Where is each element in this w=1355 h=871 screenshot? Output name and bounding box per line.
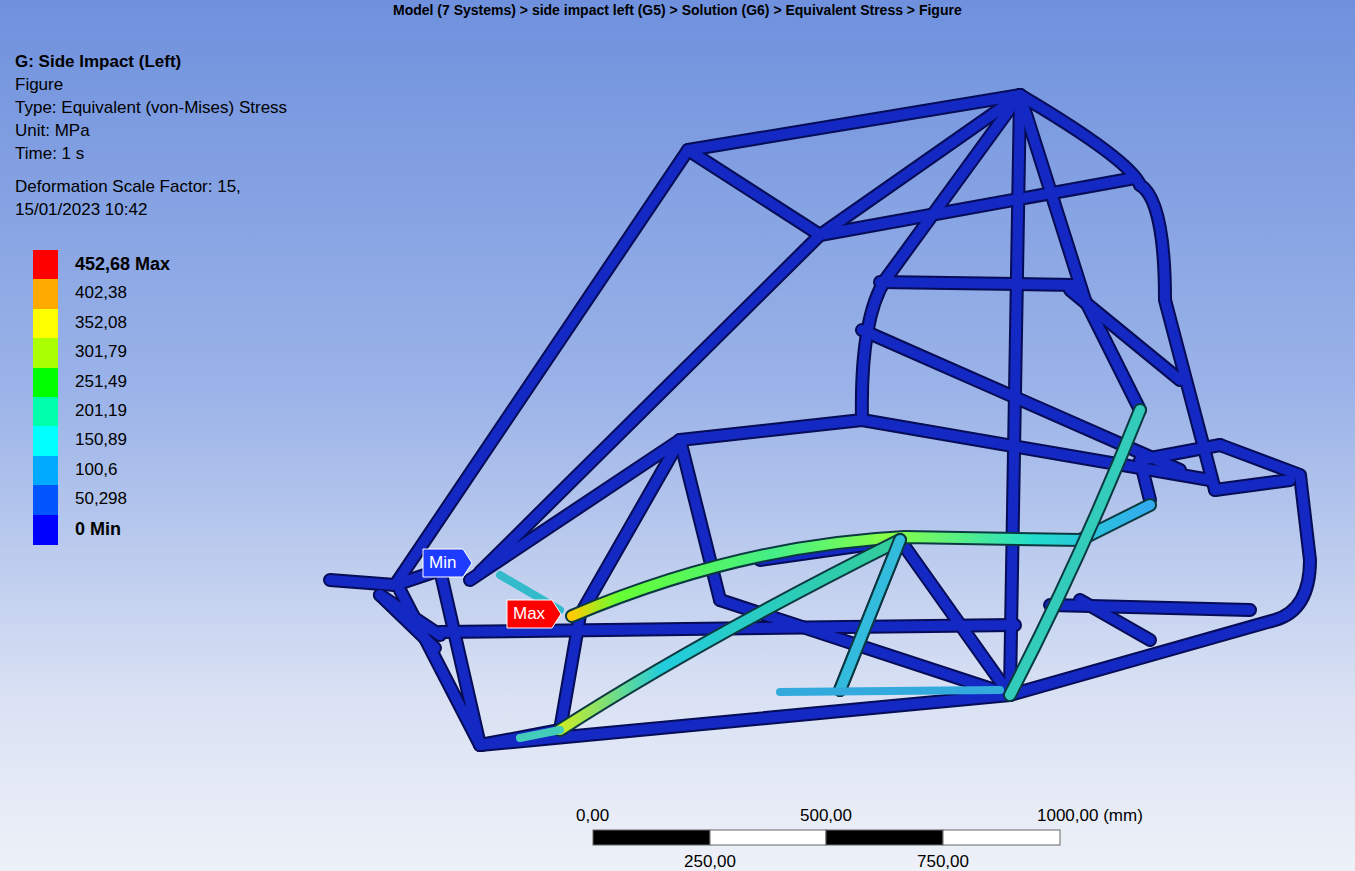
legend-value: 100,6 — [75, 460, 118, 480]
marker-label: Max — [513, 604, 562, 624]
legend-value: 452,68 Max — [75, 254, 170, 274]
breadcrumb: Model (7 Systems) > side impact left (G5… — [393, 2, 962, 18]
marker-label: Min — [429, 553, 473, 573]
info-line: Type: Equivalent (von-Mises) Stress — [15, 98, 287, 118]
legend-value: 251,49 — [75, 372, 127, 392]
legend-swatch — [33, 426, 58, 456]
legend-swatch — [33, 515, 58, 545]
legend-swatch — [33, 338, 58, 368]
scale-label: 0,00 — [576, 806, 609, 826]
legend-value: 0 Min — [75, 519, 121, 539]
legend-swatch — [33, 368, 58, 398]
legend-value: 150,89 — [75, 430, 127, 450]
scale-label: 1000,00 (mm) — [1037, 806, 1143, 826]
result-title: G: Side Impact (Left) — [15, 52, 181, 72]
info-line: Time: 1 s — [15, 144, 84, 164]
legend-value: 201,19 — [75, 401, 127, 421]
max-marker: Max — [506, 599, 562, 629]
legend-swatch — [33, 309, 58, 339]
scale-label: 750,00 — [917, 852, 969, 871]
info-line: Figure — [15, 75, 63, 95]
legend-swatch — [33, 456, 58, 486]
min-marker: Min — [422, 548, 473, 578]
legend-swatch — [33, 250, 58, 280]
legend-swatch — [33, 279, 58, 309]
legend-value: 402,38 — [75, 283, 127, 303]
legend-swatch — [33, 485, 58, 515]
legend-value: 352,08 — [75, 313, 127, 333]
legend-value: 301,79 — [75, 342, 127, 362]
info-line: Deformation Scale Factor: 15, — [15, 177, 241, 197]
legend-swatch — [33, 397, 58, 427]
info-line: 15/01/2023 10:42 — [15, 200, 147, 220]
legend-value: 50,298 — [75, 489, 127, 509]
scale-label: 250,00 — [684, 852, 736, 871]
info-line: Unit: MPa — [15, 121, 90, 141]
scale-label: 500,00 — [800, 806, 852, 826]
